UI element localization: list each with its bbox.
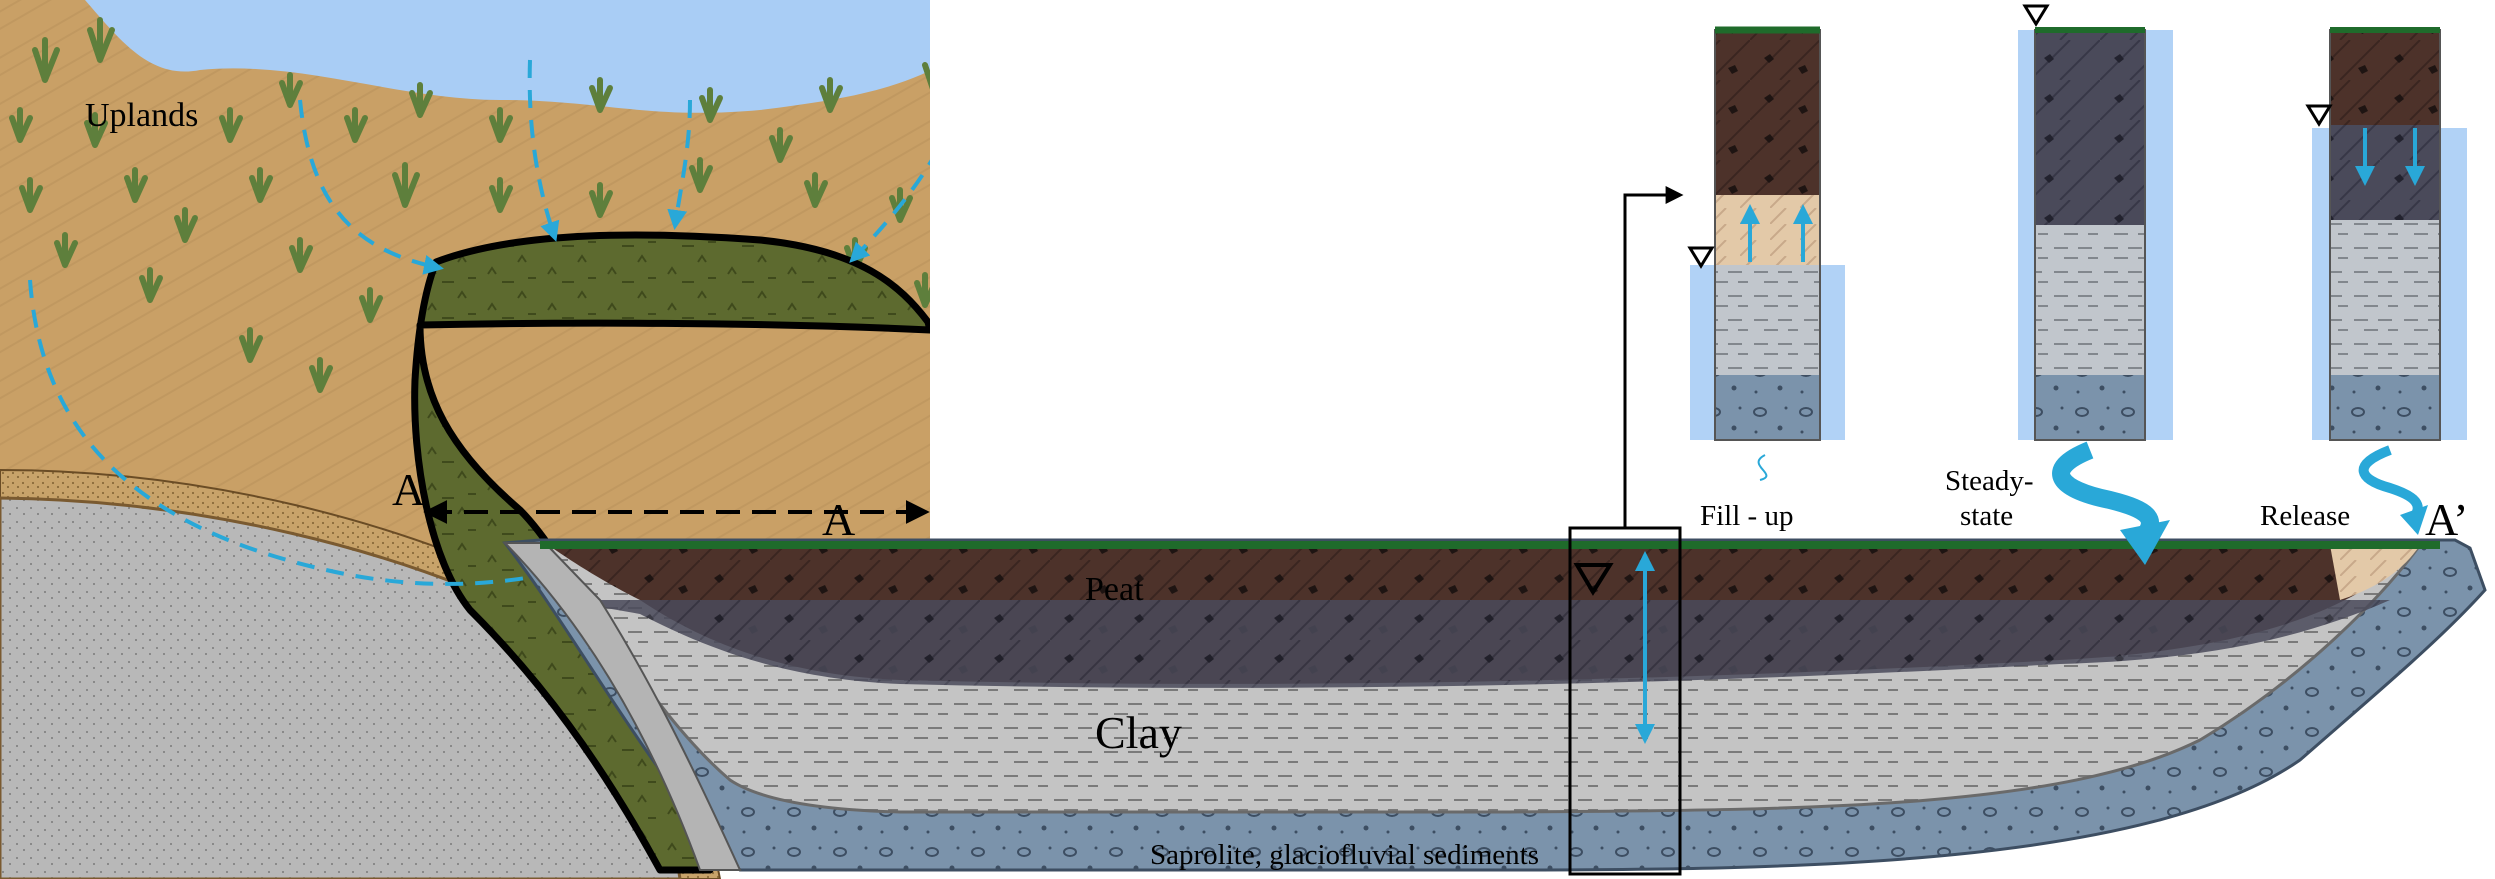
tan-wedge bbox=[2330, 545, 2420, 600]
release-flow-arrow bbox=[2358, 445, 2423, 524]
upland-flow-paths bbox=[28, 59, 965, 586]
label-steady-state-2: state bbox=[1960, 500, 2013, 532]
label-peat: Peat bbox=[1085, 571, 1144, 608]
label-steady-state-1: Steady- bbox=[1945, 465, 2034, 497]
column-release: Release bbox=[2260, 27, 2467, 535]
label-fill-up: Fill - up bbox=[1700, 500, 1793, 532]
well-connector bbox=[1623, 186, 1684, 528]
water-table-marker bbox=[1573, 563, 1614, 596]
left-rim bbox=[502, 542, 742, 871]
label-saprolite: Saprolite, glaciofluvial sediments bbox=[1150, 839, 1539, 871]
label-a-right: A bbox=[822, 494, 855, 545]
steady-state-flow-arrow bbox=[2052, 441, 2159, 547]
label-release: Release bbox=[2260, 500, 2350, 532]
label-a-prime-right: A’ bbox=[2425, 494, 2468, 545]
column-steady-state: Steady- state bbox=[1945, 4, 2173, 565]
label-uplands: Uplands bbox=[85, 97, 198, 134]
saturated-peat bbox=[560, 600, 2390, 688]
label-clay: Clay bbox=[1095, 707, 1182, 758]
label-a-left: A bbox=[392, 464, 425, 515]
column-fill-up: Fill - up bbox=[1687, 26, 1845, 532]
